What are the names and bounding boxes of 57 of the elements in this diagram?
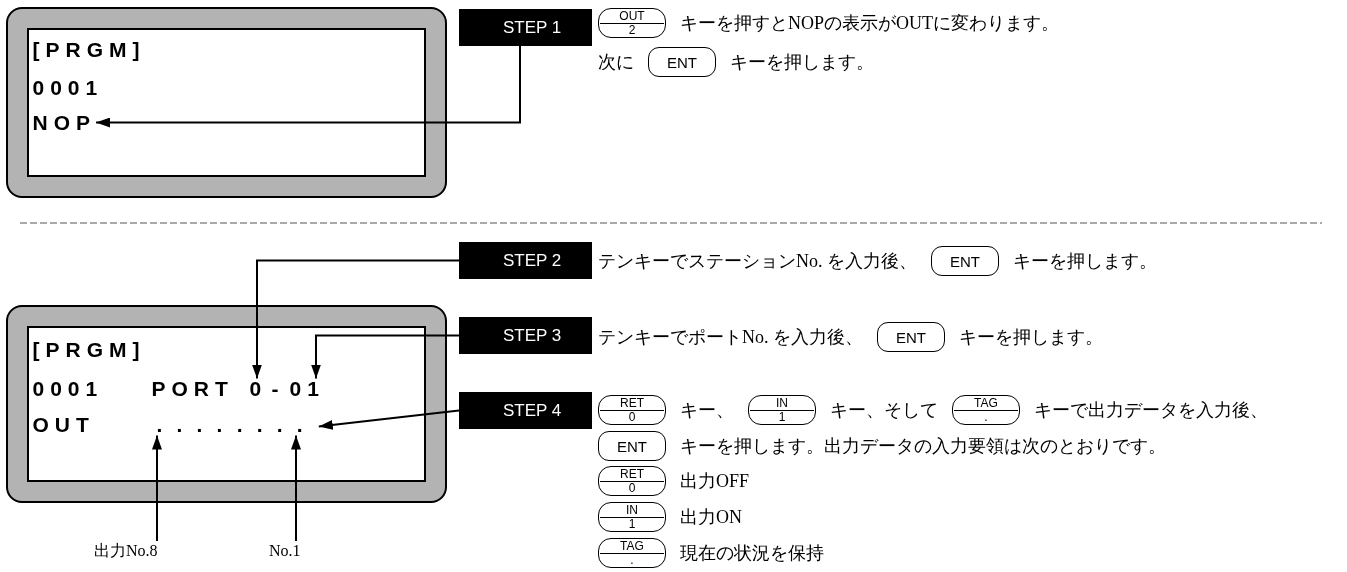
key-legend: IN — [750, 396, 814, 411]
instruction-text: 出力ON — [680, 506, 742, 528]
key-legend: 2 — [628, 23, 636, 37]
instruction-text: キーを押します。 — [1013, 250, 1157, 272]
instruction-text: キー、 — [680, 399, 734, 421]
key-legend: 1 — [778, 410, 786, 424]
display-text: PORT — [151, 376, 234, 401]
key-legend: 0 — [628, 410, 636, 424]
key-legend: OUT — [600, 9, 664, 24]
display-text: [PRGM] — [32, 337, 146, 362]
display-text: 0001 — [32, 376, 104, 401]
key-legend: RET — [600, 467, 664, 482]
instruction-text: 次に — [598, 51, 634, 73]
lcd-screen — [6, 305, 447, 503]
display-text: NOP — [32, 110, 96, 135]
key-legend: 1 — [628, 517, 636, 531]
display-text: - — [271, 376, 285, 401]
arrow — [317, 409, 460, 430]
key-legend: TAG — [600, 539, 664, 554]
display-text: 0 — [249, 376, 268, 401]
display-text: [PRGM] — [32, 37, 146, 62]
key-cap: ENT — [598, 431, 666, 461]
key-cap: ENT — [931, 246, 999, 276]
key-legend: 0 — [628, 481, 636, 495]
output-label: 出力No.8 — [94, 541, 158, 561]
instruction-text: キーを押すとNOPの表示がOUTに変わります。 — [680, 12, 1059, 34]
display-text: OUT — [32, 412, 95, 437]
instruction-text: キー、そして — [830, 399, 938, 421]
key-cap: ENT — [648, 47, 716, 77]
instruction-text: キーを押します。出力データの入力要領は次のとおりです。 — [680, 435, 1166, 457]
key-cap: ENT — [877, 322, 945, 352]
instruction-text: 出力OFF — [680, 470, 750, 492]
instruction-text: テンキーでポートNo. を入力後、 — [598, 326, 863, 348]
output-dots: ........ — [156, 412, 317, 437]
display-text: 01 — [289, 376, 325, 401]
key-legend: . — [984, 410, 988, 424]
output-label: No.1 — [269, 541, 301, 561]
instruction-text: 現在の状況を保持 — [680, 542, 824, 564]
display-text: 0001 — [32, 75, 104, 100]
arrow — [252, 259, 460, 380]
step-label: STEP 1 — [459, 9, 592, 46]
lcd-screen — [6, 7, 447, 198]
arrow — [95, 45, 521, 128]
arrow — [291, 434, 301, 542]
arrow — [152, 434, 162, 542]
step-label: STEP 3 — [459, 317, 592, 354]
arrow — [311, 334, 460, 380]
step-label: STEP 4 — [459, 392, 592, 429]
instruction-text: キーを押します。 — [730, 51, 874, 73]
instruction-text: テンキーでステーションNo. を入力後、 — [598, 250, 917, 272]
key-legend: IN — [600, 503, 664, 518]
key-legend: . — [630, 553, 634, 567]
step-label: STEP 2 — [459, 242, 592, 279]
key-legend: TAG — [954, 396, 1018, 411]
instruction-text: キーで出力データを入力後、 — [1034, 399, 1268, 421]
key-legend: RET — [600, 396, 664, 411]
instruction-text: キーを押します。 — [959, 326, 1103, 348]
